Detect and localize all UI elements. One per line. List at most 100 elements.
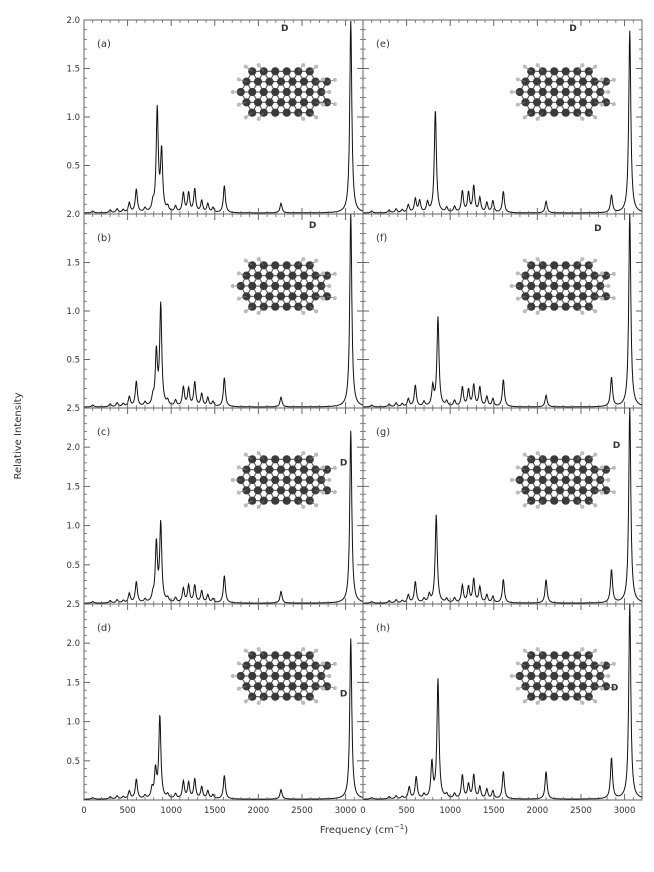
carbon-atom (299, 465, 309, 474)
carbon-atom (248, 671, 257, 681)
hydrogen-atom (314, 452, 319, 457)
hydrogen-atom (509, 284, 514, 288)
panel-label: (g) (376, 427, 390, 438)
carbon-atom (532, 465, 542, 474)
hydrogen-atom (301, 116, 306, 121)
carbon-atom (561, 67, 570, 76)
y-tick-label: 1.5 (66, 678, 80, 688)
hydrogen-atom (606, 674, 611, 678)
hydrogen-atom (243, 452, 248, 457)
x-tick-label: 2000 (527, 806, 549, 816)
x-tick-label: 2500 (291, 806, 313, 816)
spectrum-line (84, 213, 364, 408)
hydrogen-atom (321, 490, 326, 495)
carbon-atom (288, 292, 297, 301)
carbon-atom (573, 281, 582, 291)
spectrum-line (84, 638, 364, 800)
carbon-atom (259, 281, 268, 291)
molecule-drawing: D (509, 24, 616, 121)
hydrogen-atom (535, 63, 540, 68)
carbon-atom (527, 671, 536, 681)
hydrogen-atom (522, 64, 527, 69)
hydrogen-atom (243, 648, 248, 653)
hydrogen-atom (593, 503, 598, 508)
carbon-atom (527, 87, 536, 97)
carbon-atom (271, 651, 280, 660)
hydrogen-atom (314, 503, 319, 508)
hydrogen-atom (314, 648, 319, 653)
molecule-drawing: D (509, 224, 616, 315)
hydrogen-atom (236, 77, 241, 82)
hydrogen-atom (314, 64, 319, 69)
spectrum-panel-e: (e)D (362, 19, 643, 215)
hydrogen-atom (522, 452, 527, 457)
x-tick-label: 1000 (439, 806, 461, 816)
carbon-atom (305, 87, 314, 97)
hydrogen-atom (600, 686, 605, 691)
hydrogen-atom (301, 504, 306, 509)
y-tick-label: 1.0 (66, 113, 80, 123)
hydrogen-atom (230, 674, 235, 678)
carbon-atom (259, 87, 268, 97)
carbon-atom (561, 671, 570, 681)
carbon-atom (276, 661, 286, 670)
carbon-atom (294, 671, 303, 681)
carbon-atom (282, 475, 291, 485)
x-tick-label: 1500 (483, 806, 505, 816)
carbon-atom (538, 281, 547, 291)
carbon-atom (271, 87, 280, 97)
carbon-atom (253, 77, 263, 86)
molecule-drawing: D (230, 451, 347, 509)
carbon-atom (248, 281, 257, 291)
carbon-atom (567, 77, 576, 86)
deuterium-label: D (340, 689, 347, 699)
carbon-atom (265, 292, 274, 301)
carbon-atom (578, 271, 588, 280)
carbon-atom (299, 486, 309, 495)
carbon-atom (567, 661, 576, 670)
carbon-atom (253, 486, 263, 495)
carbon-atom (288, 271, 297, 280)
carbon-atom (282, 108, 291, 117)
molecule-drawing: D (230, 221, 337, 315)
carbon-atom (544, 661, 553, 670)
hydrogen-atom (256, 116, 261, 121)
x-axis-label-close: ) (404, 825, 408, 836)
y-tick-label: 0.5 (66, 356, 80, 366)
y-axis-label: Relative Intensity (13, 392, 24, 479)
hydrogen-atom (580, 116, 585, 121)
hydrogen-atom (593, 699, 598, 704)
carbon-atom (288, 682, 297, 691)
carbon-atom (282, 692, 291, 701)
hydrogen-atom (301, 700, 306, 705)
carbon-atom (294, 475, 303, 485)
x-tick-label: 3000 (335, 806, 357, 816)
carbon-atom (555, 271, 565, 280)
y-tick-label: 0.5 (66, 162, 80, 172)
carbon-atom (550, 108, 559, 117)
hydrogen-atom (593, 115, 598, 120)
carbon-atom (305, 671, 314, 681)
spectrum-line (84, 20, 364, 214)
carbon-atom (532, 98, 542, 107)
carbon-atom (584, 671, 593, 681)
hydrogen-atom (611, 465, 616, 470)
carbon-atom (305, 475, 314, 485)
carbon-atom (299, 292, 309, 301)
hydrogen-atom (580, 257, 585, 262)
y-tick-label: 0.5 (66, 757, 80, 767)
molecule-drawing: D (509, 647, 618, 705)
carbon-atom (253, 465, 263, 474)
carbon-atom (567, 682, 576, 691)
hydrogen-atom (256, 257, 261, 262)
carbon-atom (550, 692, 559, 701)
carbon-atom (265, 661, 274, 670)
carbon-atom (276, 271, 286, 280)
carbon-atom (265, 271, 274, 280)
carbon-atom (561, 496, 570, 505)
y-tick-label: 0.5 (66, 561, 80, 571)
carbon-atom (305, 651, 314, 660)
hydrogen-atom (535, 700, 540, 705)
panels-group: 0.51.01.52.0(a)D0.51.01.52.0(b)D0.51.01.… (66, 16, 643, 816)
